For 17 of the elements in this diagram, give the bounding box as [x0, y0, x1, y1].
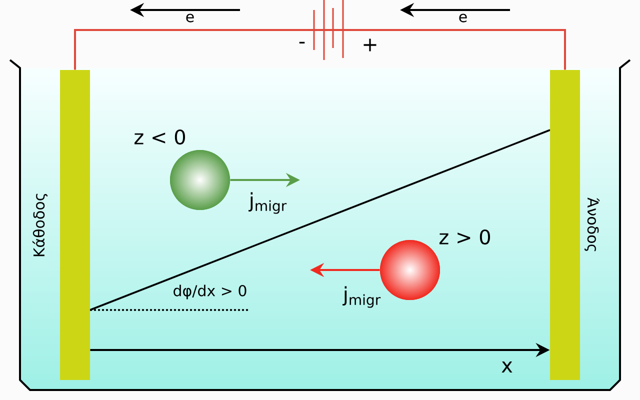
electrode-bar: [550, 70, 580, 380]
pole-sign: +: [364, 38, 376, 52]
wire: [314, 29, 566, 70]
electrode-bar: [60, 70, 90, 380]
gradient-label: dφ/dx > 0: [174, 284, 246, 300]
electrode-label: Κάθοδος: [32, 194, 48, 256]
axis-label: x: [502, 362, 512, 372]
electrode-label: Άνοδος: [584, 198, 600, 252]
edge-label: j$_{migr}$: [248, 192, 287, 214]
charge-label: z < 0: [134, 129, 186, 145]
electron-label: e: [186, 14, 194, 22]
wire: [74, 29, 314, 70]
edge-label: j$_{migr}$: [342, 286, 381, 308]
electron-label: e: [459, 14, 467, 22]
charge-label: z > 0: [440, 229, 490, 245]
battery-symbol: [313, 0, 344, 61]
pole-sign: -: [299, 42, 305, 44]
